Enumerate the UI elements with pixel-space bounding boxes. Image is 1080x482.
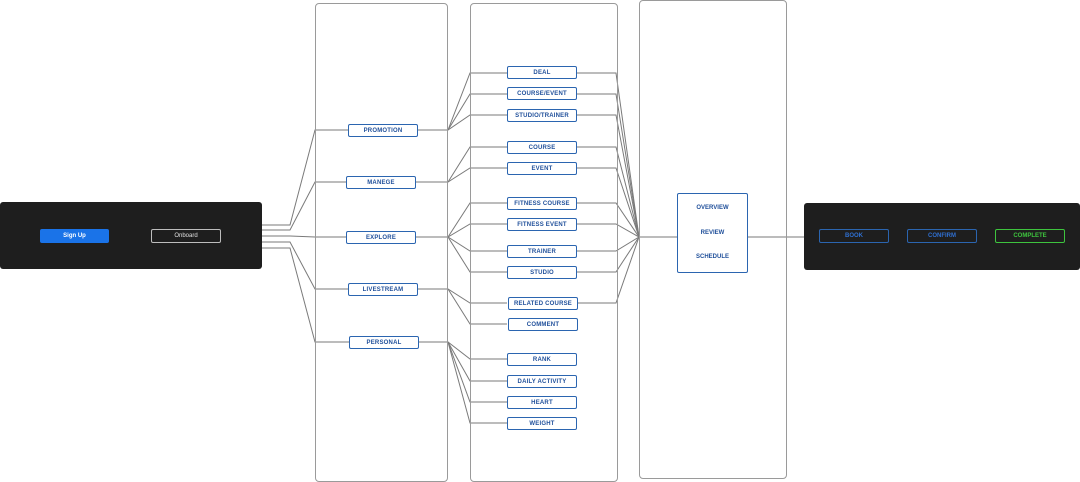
screen-trainer[interactable]: TRAINER [507,245,577,258]
category-promotion[interactable]: PROMOTION [348,124,418,137]
onboard-button[interactable]: Onboard [151,229,221,243]
screen-related-course[interactable]: RELATED COURSE [508,297,578,310]
category-explore[interactable]: EXPLORE [346,231,416,244]
screen-daily-activity[interactable]: DAILY ACTIVITY [507,375,577,388]
connector-line [262,129,348,226]
screen-course-event[interactable]: COURSE/EVENT [507,87,577,100]
category-personal[interactable]: PERSONAL [349,336,419,349]
connector-line [418,114,507,131]
detail-panel [639,0,787,479]
booking-band [804,203,1080,270]
screen-studio[interactable]: STUDIO [507,266,577,279]
book-step[interactable]: BOOK [819,229,889,243]
screen-heart[interactable]: HEART [507,396,577,409]
screen-course[interactable]: COURSE [507,141,577,154]
screen-weight[interactable]: WEIGHT [507,417,577,430]
screen-event[interactable]: EVENT [507,162,577,175]
category-livestream[interactable]: LIVESTREAM [348,283,418,296]
summary-schedule: SCHEDULE [695,254,729,260]
connector-line [418,288,507,325]
connector-line [416,167,507,183]
connector-line [262,241,348,290]
connector-line [262,247,349,343]
summary-review: REVIEW [700,230,725,236]
category-manege[interactable]: MANEGE [346,176,416,189]
screen-fitness-event[interactable]: FITNESS EVENT [507,218,577,231]
connector-line [416,236,507,273]
connector-line [577,236,677,304]
summary-box[interactable]: OVERVIEW REVIEW SCHEDULE [677,193,748,273]
screen-studio-trainer[interactable]: STUDIO/TRAINER [507,109,577,122]
screen-fitness-course[interactable]: FITNESS COURSE [507,197,577,210]
screen-rank[interactable]: RANK [507,353,577,366]
screen-deal[interactable]: DEAL [507,66,577,79]
screen-comment[interactable]: COMMENT [508,318,578,331]
summary-overview: OVERVIEW [696,205,729,211]
connector-line [419,341,507,424]
complete-step[interactable]: COMPLETE [995,229,1065,243]
connector-line [262,181,346,231]
signup-button[interactable]: Sign Up [40,229,109,243]
confirm-step[interactable]: CONFIRM [907,229,977,243]
connector-line [262,235,346,238]
